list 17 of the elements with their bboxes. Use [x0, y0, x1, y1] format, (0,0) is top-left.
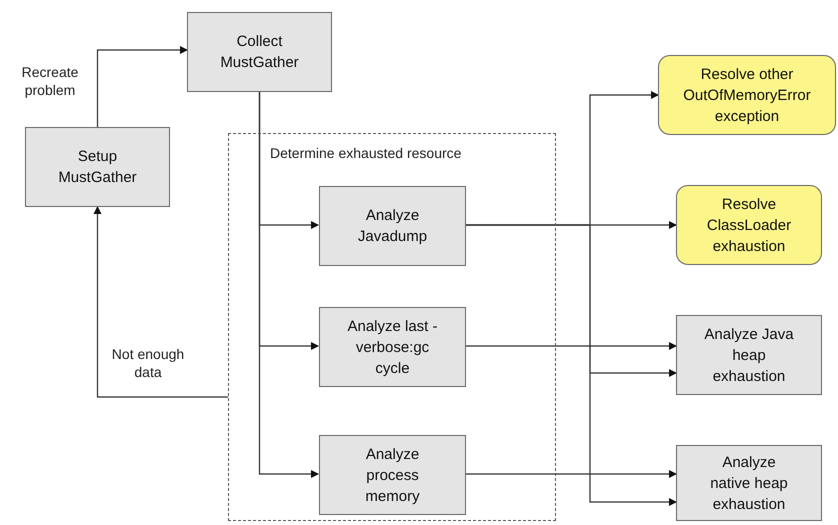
- connector-arrow: [465, 470, 677, 478]
- connector-arrow: [258, 92, 319, 478]
- outcome-box: Resolve other OutOfMemoryError exception: [658, 55, 836, 135]
- group-title: Determine exhausted resource: [270, 144, 462, 162]
- outcome-box: Resolve ClassLoader exhaustion: [676, 185, 822, 265]
- dashed-group: [228, 133, 556, 521]
- process-box: Analyze Javadump: [319, 186, 466, 266]
- process-box: Analyze native heap exhaustion: [676, 445, 822, 521]
- connector-arrow: [465, 224, 677, 506]
- process-box: Collect MustGather: [187, 12, 332, 92]
- process-box: Analyze Java heap exhaustion: [676, 315, 822, 395]
- process-box: Analyze process memory: [319, 435, 466, 515]
- connector-arrow: [94, 206, 228, 398]
- process-box: Analyze last -verbose:gc cycle: [319, 307, 466, 387]
- connector-arrow: [465, 342, 677, 350]
- connector-arrow: [96, 46, 188, 127]
- process-box: Setup MustGather: [25, 127, 170, 207]
